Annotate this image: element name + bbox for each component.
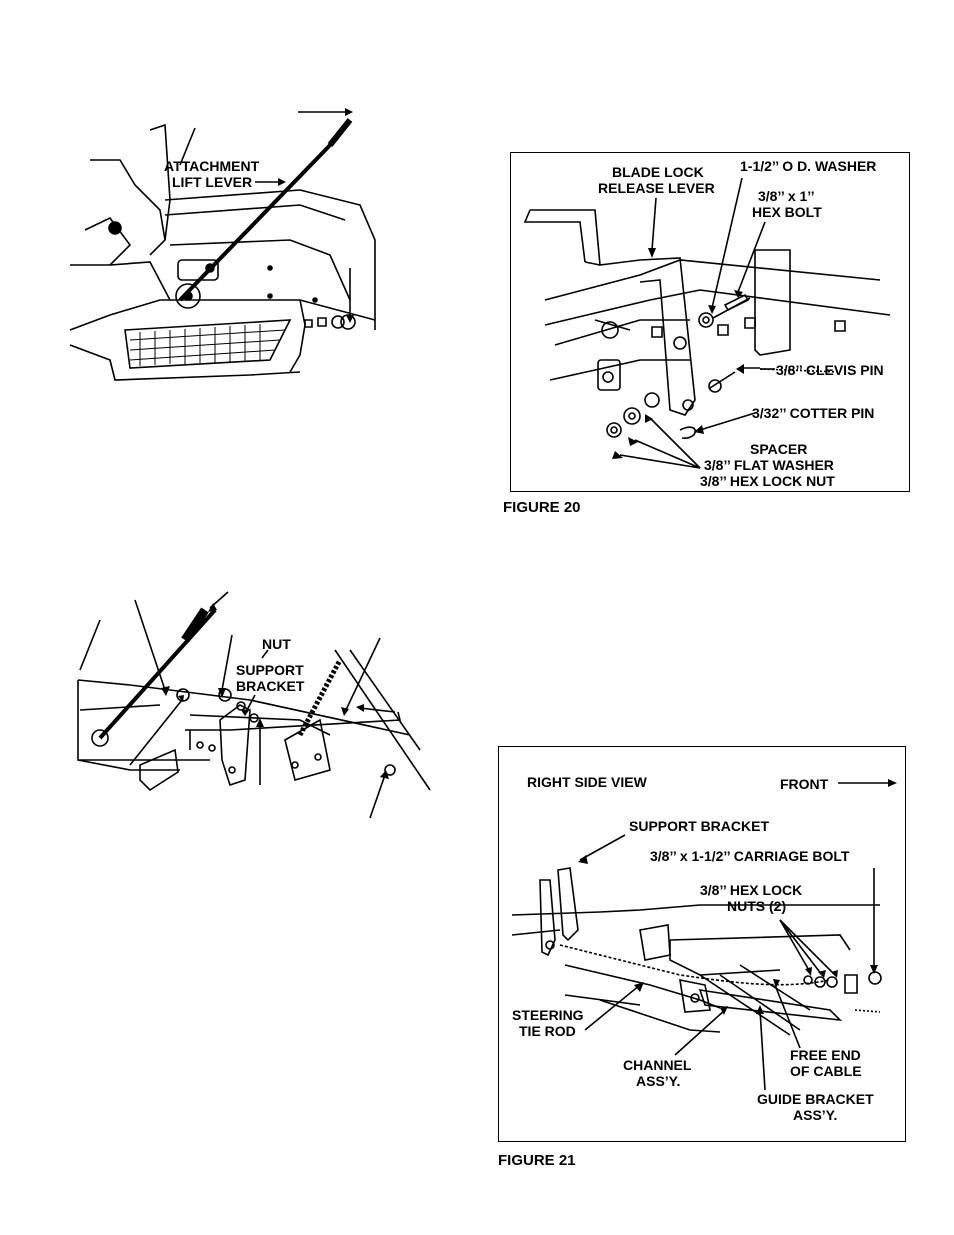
- support-label: SUPPORT: [236, 662, 304, 678]
- guide-bracket-label-1: GUIDE BRACKET: [757, 1091, 874, 1107]
- bolt-size-label: 3/8’’ x 1’’: [758, 188, 815, 204]
- steering-label-2: TIE ROD: [519, 1023, 576, 1039]
- flat-washer-label: 3/8’’ FLAT WASHER: [704, 457, 834, 473]
- hex-lock-nut-label: 3/8’’ HEX LOCK NUT: [700, 473, 835, 489]
- nut-label: NUT: [262, 636, 291, 652]
- carriage-bolt-label: 3/8’’ x 1-1/2’’ CARRIAGE BOLT: [650, 848, 850, 864]
- steering-label-1: STEERING: [512, 1007, 584, 1023]
- bracket-label: BRACKET: [236, 678, 305, 694]
- cotter-pin-label: 3/32’’ COTTER PIN: [752, 405, 875, 421]
- hex-lock-nuts-label-1: 3/8’’ HEX LOCK: [700, 882, 803, 898]
- figure-21-caption: FIGURE 21: [498, 1152, 576, 1169]
- blade-lock-label: BLADE LOCK: [612, 164, 704, 180]
- channel-label-1: CHANNEL: [623, 1057, 692, 1073]
- right-side-view-label: RIGHT SIDE VIEW: [527, 774, 647, 790]
- lift-lever-label: LIFT LEVER: [172, 174, 253, 190]
- figure-20-frame: [510, 152, 910, 492]
- support-bracket-label: SUPPORT BRACKET: [629, 818, 770, 834]
- figure-20-caption: FIGURE 20: [503, 499, 581, 516]
- release-lever-label: RELEASE LEVER: [598, 180, 715, 196]
- free-end-label-2: OF CABLE: [790, 1063, 862, 1079]
- attachment-label: ATTACHMENT: [164, 158, 260, 174]
- hex-lock-nuts-label-2: NUTS (2): [727, 898, 787, 914]
- clevis-pin-label: 3/8’’ CLEVIS PIN: [776, 362, 884, 378]
- spacer-label: SPACER: [750, 441, 808, 457]
- guide-bracket-label-2: ASS’Y.: [793, 1107, 838, 1123]
- od-washer-label: 1-1/2’’ O D. WASHER: [740, 158, 877, 174]
- figure-21-frame: [498, 746, 906, 1142]
- hex-bolt-label: HEX BOLT: [752, 204, 822, 220]
- channel-label-2: ASS’Y.: [636, 1073, 681, 1089]
- free-end-label-1: FREE END: [790, 1047, 861, 1063]
- front-label: FRONT: [780, 776, 829, 792]
